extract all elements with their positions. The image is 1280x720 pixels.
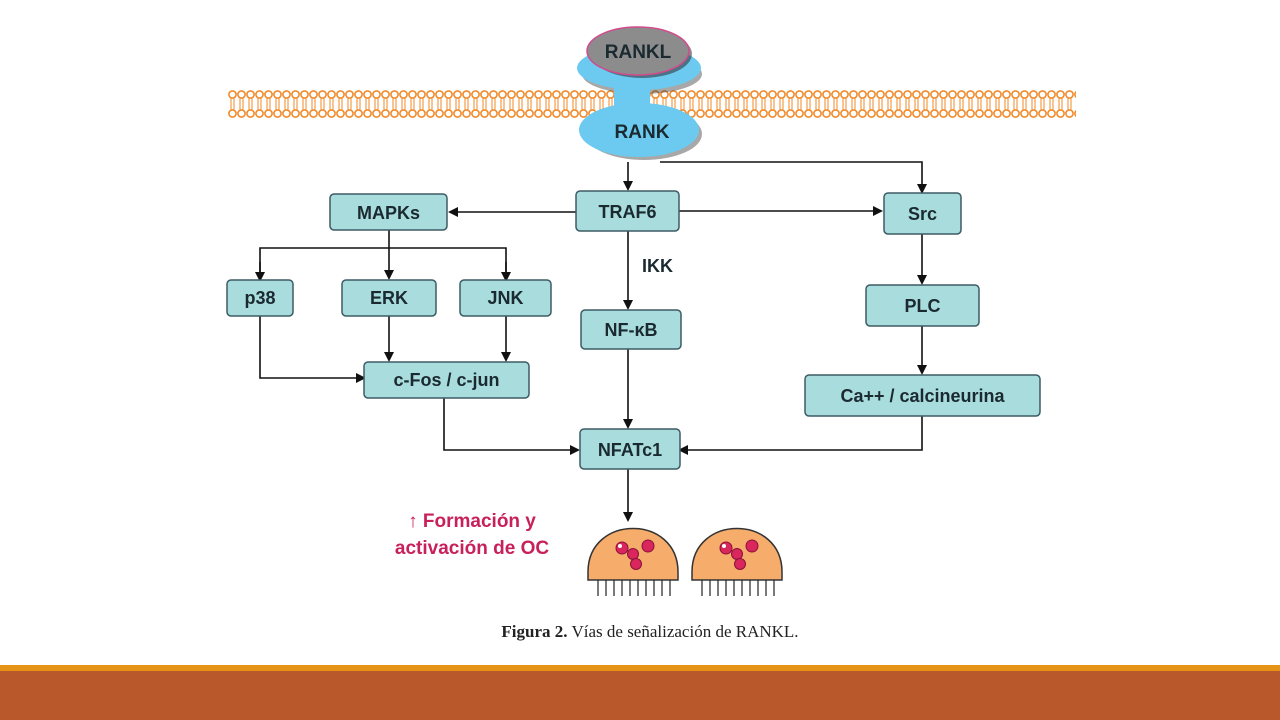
figure-caption: Figura 2. Vías de señalización de RANKL.	[0, 622, 1280, 642]
pathway-arrows	[255, 161, 927, 522]
node-erk: ERK	[341, 279, 437, 317]
node-mapks: MAPKs	[329, 193, 448, 231]
nfatc1-label: NFATc1	[598, 440, 662, 460]
node-plc: PLC	[865, 284, 980, 327]
outcome-line-2: activación de OC	[394, 538, 550, 559]
traf6-label: TRAF6	[599, 202, 657, 222]
cfos-label: c-Fos / c-jun	[393, 370, 499, 390]
footer-accent-line	[0, 665, 1280, 671]
figure-number: Figura 2.	[501, 622, 568, 641]
node-cfos-cjun: c-Fos / c-jun	[363, 361, 530, 399]
jnk-label: JNK	[487, 288, 523, 308]
erk-label: ERK	[370, 288, 408, 308]
node-nfatc1: NFATc1	[579, 428, 681, 470]
node-jnk: JNK	[459, 279, 552, 317]
figure-caption-text: Vías de señalización de RANKL.	[571, 622, 799, 641]
node-traf6: TRAF6	[575, 190, 680, 232]
nfkb-label: NF-κB	[604, 320, 657, 340]
osteoclast-icon	[691, 527, 783, 596]
outcome-line-1: ↑ Formación y	[408, 511, 536, 532]
ca-label: Ca++ / calcineurina	[840, 386, 1005, 406]
node-ca-calcineurina: Ca++ / calcineurina	[804, 374, 1041, 417]
src-label: Src	[908, 204, 937, 224]
node-src: Src	[883, 192, 962, 235]
node-p38: p38	[226, 279, 294, 317]
rank-label: RANK	[615, 122, 670, 143]
rankl-ligand: RANKL	[586, 26, 692, 78]
osteoclast-icon	[587, 527, 679, 596]
outcome-label: ↑ Formación y activación de OC	[372, 508, 572, 562]
rankl-label: RANKL	[605, 42, 672, 63]
footer-band	[0, 671, 1280, 720]
mapks-label: MAPKs	[357, 203, 420, 223]
ikk-label: IKK	[642, 256, 673, 276]
p38-label: p38	[244, 288, 275, 308]
plc-label: PLC	[905, 296, 941, 316]
node-nfkb: NF-κB	[580, 309, 682, 350]
